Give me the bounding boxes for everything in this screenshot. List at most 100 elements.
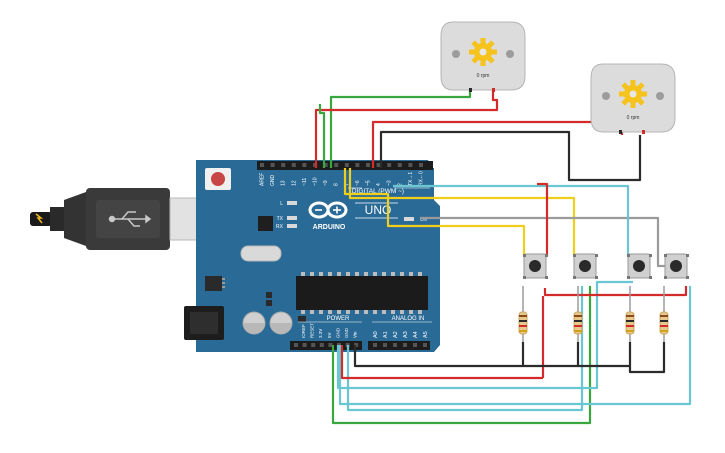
analog-pin-labels: A0 A1 A2 A3 A4 A5 xyxy=(373,331,429,338)
on-label: ON xyxy=(420,217,427,222)
wire-cyan-1[interactable] xyxy=(393,184,630,256)
power-pin-label: GND xyxy=(335,327,340,338)
digital-pin-label: AREF xyxy=(260,173,266,186)
digital-pin-labels: AREF GND 13 12 ~11 ~10 ~9 8 7 ~6 ~5 4 ~3 2 TX→1 RX←0 xyxy=(260,171,425,186)
digital-pin-label: 7 xyxy=(344,183,350,186)
digital-pin-label: GND xyxy=(270,175,276,187)
push-button[interactable] xyxy=(523,253,548,279)
digital-pin-label: 4 xyxy=(376,183,382,186)
digital-pin-label: 8 xyxy=(334,183,340,186)
power-header xyxy=(290,341,362,350)
header-hole xyxy=(344,163,349,167)
infinity-logo-icon xyxy=(308,201,348,219)
wire-red-buttons[interactable] xyxy=(340,182,688,380)
header-hole xyxy=(419,163,423,167)
wire-yellow-1[interactable] xyxy=(343,168,526,256)
led xyxy=(287,201,297,205)
power-pin-label: RESET xyxy=(310,323,315,338)
gear-icon xyxy=(619,80,647,108)
digital-pin-label: ~5 xyxy=(366,180,372,186)
header-hole xyxy=(334,163,339,167)
gear-icon xyxy=(469,38,497,66)
resistor[interactable] xyxy=(518,286,528,342)
capacitors xyxy=(242,311,293,335)
analog-pin-label: A0 xyxy=(373,331,379,338)
digital-pin-label: 13 xyxy=(281,180,287,186)
digital-pin-label: ~3 xyxy=(387,180,393,186)
dc-motor[interactable]: 0 rpm xyxy=(590,63,676,134)
header-hole xyxy=(323,163,328,167)
digital-pin-label: 2 xyxy=(397,183,403,186)
analog-pin-label: A2 xyxy=(393,331,399,338)
power-pin-label: Vin xyxy=(353,331,358,338)
analog-pin-label: A5 xyxy=(423,331,429,338)
push-button[interactable] xyxy=(627,253,652,279)
digital-pin-label: 12 xyxy=(291,180,297,186)
chip-pins xyxy=(301,272,422,314)
push-button[interactable] xyxy=(573,253,598,279)
usb-cable-icon xyxy=(30,188,211,250)
dc-motor[interactable]: 0 rpm xyxy=(440,21,526,92)
analog-pin-label: A1 xyxy=(383,331,389,338)
wire-gray[interactable] xyxy=(420,216,666,268)
digital-pin-label: RX←0 xyxy=(419,171,425,186)
digital-pin-label: ~6 xyxy=(355,180,361,186)
resistor[interactable] xyxy=(573,286,583,342)
power-pin-label: 3.3V xyxy=(318,329,323,338)
header-hole xyxy=(355,163,360,167)
reset-button-icon[interactable] xyxy=(205,168,231,190)
led-label: RX xyxy=(276,224,284,230)
header-hole xyxy=(270,163,275,167)
resistor[interactable] xyxy=(659,286,669,342)
motor-rpm-label: 0 rpm xyxy=(477,73,490,79)
board-leds: L TX RX xyxy=(276,201,297,230)
push-buttons xyxy=(523,253,689,279)
wire-yellow-2[interactable] xyxy=(348,168,576,256)
header-hole xyxy=(376,163,381,167)
resistors xyxy=(518,286,669,342)
wire-black-motor2[interactable] xyxy=(379,130,642,182)
led-label: TX xyxy=(277,216,284,222)
power-pin-label: IOREF xyxy=(301,324,306,338)
power-header-label: POWER xyxy=(327,316,350,322)
crystal xyxy=(240,245,282,262)
voltage-regulator xyxy=(205,276,222,291)
digital-pin-label: TX→1 xyxy=(408,172,414,186)
usb-chip xyxy=(258,216,273,231)
digital-header-label: DIGITAL (PWM ~) xyxy=(352,188,404,195)
analog-pin-label: A4 xyxy=(413,331,419,338)
digital-pin-label: ~11 xyxy=(302,178,308,186)
dc-motors: 0 rpm 0 rpm xyxy=(440,21,676,134)
model-label: UNO xyxy=(365,203,392,217)
wire-black-resistors[interactable] xyxy=(353,342,666,374)
microcontroller-chip xyxy=(296,276,428,310)
header-hole xyxy=(366,163,370,167)
header-hole xyxy=(397,163,402,167)
header-hole xyxy=(302,163,307,167)
led-label: L xyxy=(280,201,283,207)
analog-pin-label: A3 xyxy=(403,331,409,338)
header-hole xyxy=(281,163,286,167)
motor-rpm-label: 0 rpm xyxy=(627,115,640,121)
power-pin-label: 5V xyxy=(327,332,332,338)
led xyxy=(287,216,297,220)
header-hole xyxy=(260,163,264,167)
led xyxy=(287,224,297,228)
header-hole xyxy=(408,163,413,167)
wires xyxy=(314,90,692,425)
header-hole xyxy=(387,163,392,167)
digital-pin-label: ~9 xyxy=(323,180,329,186)
analog-header-label: ANALOG IN xyxy=(392,316,425,322)
wire-green-long[interactable] xyxy=(318,104,592,425)
analog-header xyxy=(368,341,430,350)
brand-label: ARDUINO xyxy=(313,224,346,231)
digital-pin-label: ~10 xyxy=(313,177,319,186)
wire-red-motor1[interactable] xyxy=(314,90,499,168)
push-button[interactable] xyxy=(664,253,689,279)
header-hole xyxy=(291,163,296,167)
resistor[interactable] xyxy=(625,286,635,342)
arduino-uno-board: AREF GND 13 12 ~11 ~10 ~9 8 7 ~6 ~5 4 ~3 2 TX→1 RX←0 DI… xyxy=(184,160,440,352)
wire-green-motor1[interactable] xyxy=(329,90,472,168)
power-pin-label: GND xyxy=(344,327,349,338)
